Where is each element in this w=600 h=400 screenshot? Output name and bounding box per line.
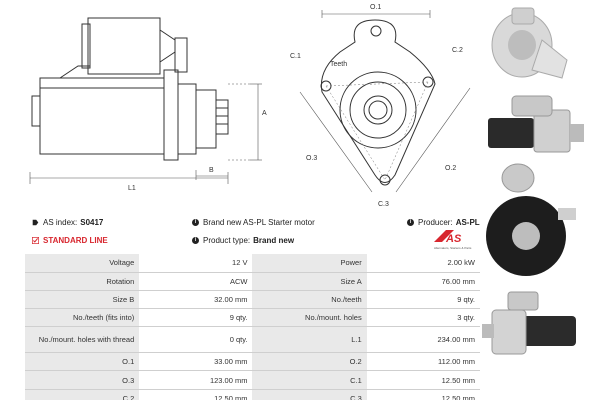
technical-drawings: A B L1 O.1 O.2 O.3 C.1 C.2 C.3 Teeth [29, 4, 471, 208]
tag-icon [32, 219, 39, 226]
spec-value: ACW [139, 272, 253, 291]
label-c1: C.1 [290, 53, 301, 60]
product-type: i Product type: Brand new [192, 236, 294, 245]
spec-label: Voltage [25, 254, 140, 273]
checkbox-icon [32, 237, 39, 244]
spec-label: C.3 [252, 389, 367, 400]
spec-value: 76.00 mm [366, 272, 480, 291]
label-teeth: Teeth [330, 61, 347, 68]
producer: i Producer: AS-PL [407, 218, 480, 227]
as-index-value: S0417 [80, 218, 104, 227]
info-icon: i [407, 219, 414, 226]
spec-value: 33.00 mm [139, 352, 253, 372]
spec-value: 12.50 mm [139, 389, 253, 400]
label-o1: O.1 [370, 4, 381, 11]
product-info: AS index: S0417 STANDARD LINE i Brand ne… [22, 216, 482, 250]
product-type-label: Product type: [203, 236, 251, 245]
spec-value: 12.50 mm [366, 370, 480, 390]
logo-text: AS [445, 233, 462, 245]
spec-label: Size B [25, 290, 140, 310]
table-row: No./teeth (fits into)9 qty.No./mount. ho… [25, 308, 480, 328]
description: i Brand new AS-PL Starter motor [192, 218, 315, 227]
producer-value: AS-PL [455, 218, 480, 227]
product-photos [482, 7, 584, 355]
label-c2: C.2 [452, 47, 463, 54]
spec-label: Rotation [25, 272, 140, 291]
photo-front-angle [491, 7, 568, 79]
brand-logo: AS Alternators, Starters & Parts [434, 230, 472, 250]
description-text: Brand new AS-PL Starter motor [203, 218, 315, 227]
spec-label: No./teeth [252, 290, 367, 310]
product-type-value: Brand new [253, 236, 295, 245]
spec-value: 2.00 kW [366, 254, 480, 273]
spec-value: 123.00 mm [139, 370, 253, 390]
as-index-label: AS index: [43, 218, 78, 227]
label-o2: O.2 [445, 165, 456, 172]
info-icon: i [192, 219, 199, 226]
spec-value: 234.00 mm [366, 326, 480, 354]
spec-label: C.1 [252, 370, 367, 390]
standard-line: STANDARD LINE [32, 236, 108, 245]
label-b: B [209, 167, 214, 174]
spec-value: 0 qty. [139, 326, 253, 354]
label-c3: C.3 [378, 201, 389, 208]
spec-label: O.3 [25, 370, 140, 390]
producer-label: Producer: [418, 218, 453, 227]
label-l1: L1 [128, 185, 136, 192]
spec-label: C.2 [25, 389, 140, 400]
spec-label: O.2 [252, 352, 367, 372]
spec-value: 9 qty. [366, 290, 480, 310]
label-o3: O.3 [306, 155, 317, 162]
as-index: AS index: S0417 [32, 218, 103, 227]
standard-line-label: STANDARD LINE [43, 236, 108, 245]
photo-rear-view [486, 163, 576, 276]
info-icon: i [192, 237, 199, 244]
spec-label: No./teeth (fits into) [25, 308, 140, 328]
side-view-drawing [31, 17, 229, 161]
logo-tagline: Alternators, Starters & Parts [434, 246, 472, 250]
spec-value: 32.00 mm [139, 290, 253, 310]
spec-value: 12.50 mm [366, 389, 480, 400]
spec-value: 3 qty. [366, 308, 480, 328]
spec-label: Power [252, 254, 367, 273]
spec-label: O.1 [25, 352, 140, 372]
front-view-drawing [320, 19, 436, 186]
spec-label: No./mount. holes with thread [25, 326, 140, 354]
spec-value: 9 qty. [139, 308, 253, 328]
spec-value: 12 V [139, 254, 253, 273]
photo-side-black [488, 95, 584, 153]
spec-label: L.1 [252, 326, 367, 354]
spec-label: Size A [252, 272, 367, 291]
spec-value: 112.00 mm [366, 352, 480, 372]
photo-side-angle [482, 291, 576, 355]
label-a: A [262, 110, 267, 117]
spec-label: No./mount. holes [252, 308, 367, 328]
